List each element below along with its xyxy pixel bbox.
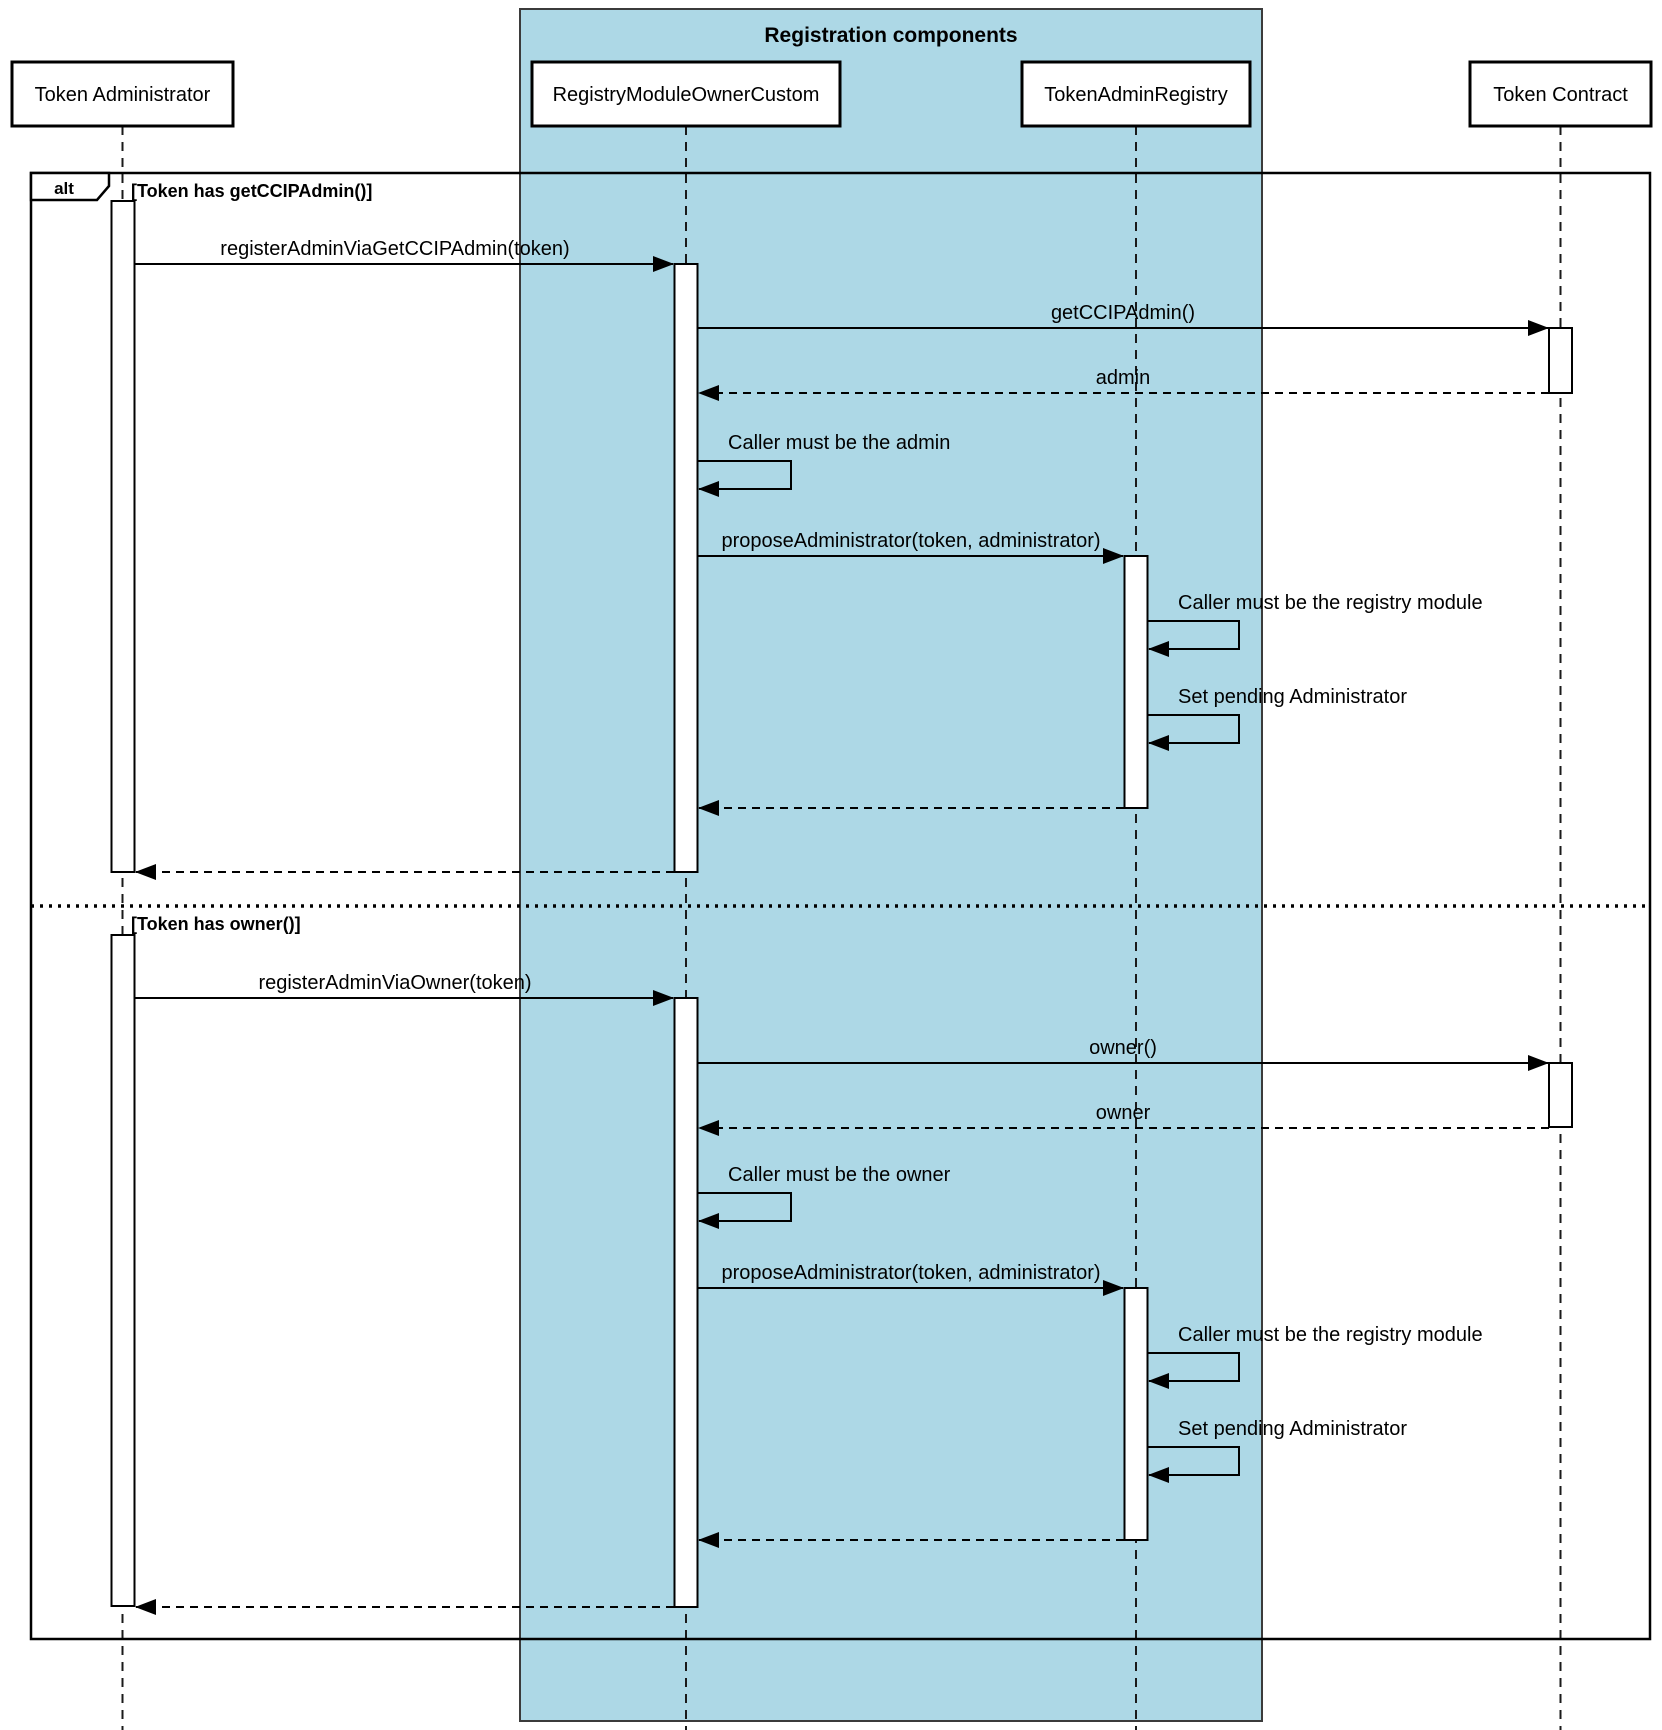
message-label: owner() [1089,1037,1157,1059]
activation-registry-module-2 [673,997,699,1608]
message-label: getCCIPAdmin() [1051,302,1195,324]
message-label: proposeAdministrator(token, administrato… [721,530,1100,552]
message-label: Set pending Administrator [1178,1418,1407,1440]
alt-operator-label: alt [54,179,74,198]
participant-label-token-admin-registry: TokenAdminRegistry [1044,84,1227,106]
self-message-caller-must-be-owner [698,1192,792,1229]
message-label: Caller must be the owner [728,1164,951,1186]
self-message-caller-must-be-registry-2 [1148,1352,1240,1389]
activation-token-contract-1 [1548,327,1573,394]
message-label: registerAdminViaOwner(token) [258,972,531,994]
alt-operator-pentagon [29,171,111,202]
activation-token-admin-registry-2 [1123,1287,1149,1541]
message-label: admin [1096,367,1150,389]
activation-registry-module-1 [673,263,699,873]
message-label: proposeAdministrator(token, administrato… [721,1262,1100,1284]
message-label: Set pending Administrator [1178,686,1407,708]
participant-label-registry-module-owner-custom: RegistryModuleOwnerCustom [553,84,820,106]
participant-label-token-administrator: Token Administrator [35,84,211,106]
registration-components-container [519,8,1263,1722]
activation-token-administrator-2 [110,934,136,1607]
container-title: Registration components [764,24,1017,47]
participant-box-registry-module-owner-custom [530,60,842,128]
activation-token-administrator-1 [110,200,136,873]
message-label: Caller must be the registry module [1178,1324,1483,1346]
message-label: registerAdminViaGetCCIPAdmin(token) [220,238,569,260]
self-message-caller-must-be-admin [698,460,792,497]
activation-token-contract-2 [1548,1062,1573,1128]
guard-token-has-getccipadmin: [Token has getCCIPAdmin()] [131,181,372,201]
participant-box-token-admin-registry [1020,60,1252,128]
participant-label-token-contract: Token Contract [1493,84,1628,106]
message-label: owner [1096,1102,1151,1124]
self-message-set-pending-administrator-1 [1148,714,1240,751]
self-message-set-pending-administrator-2 [1148,1446,1240,1483]
activation-token-admin-registry-1 [1123,555,1149,809]
self-message-caller-must-be-registry-1 [1148,620,1240,657]
message-label: Caller must be the registry module [1178,592,1483,614]
participant-box-token-contract [1468,60,1653,128]
participant-box-token-administrator [10,60,235,128]
guard-token-has-owner: [Token has owner()] [131,914,301,934]
message-label: Caller must be the admin [728,432,950,454]
